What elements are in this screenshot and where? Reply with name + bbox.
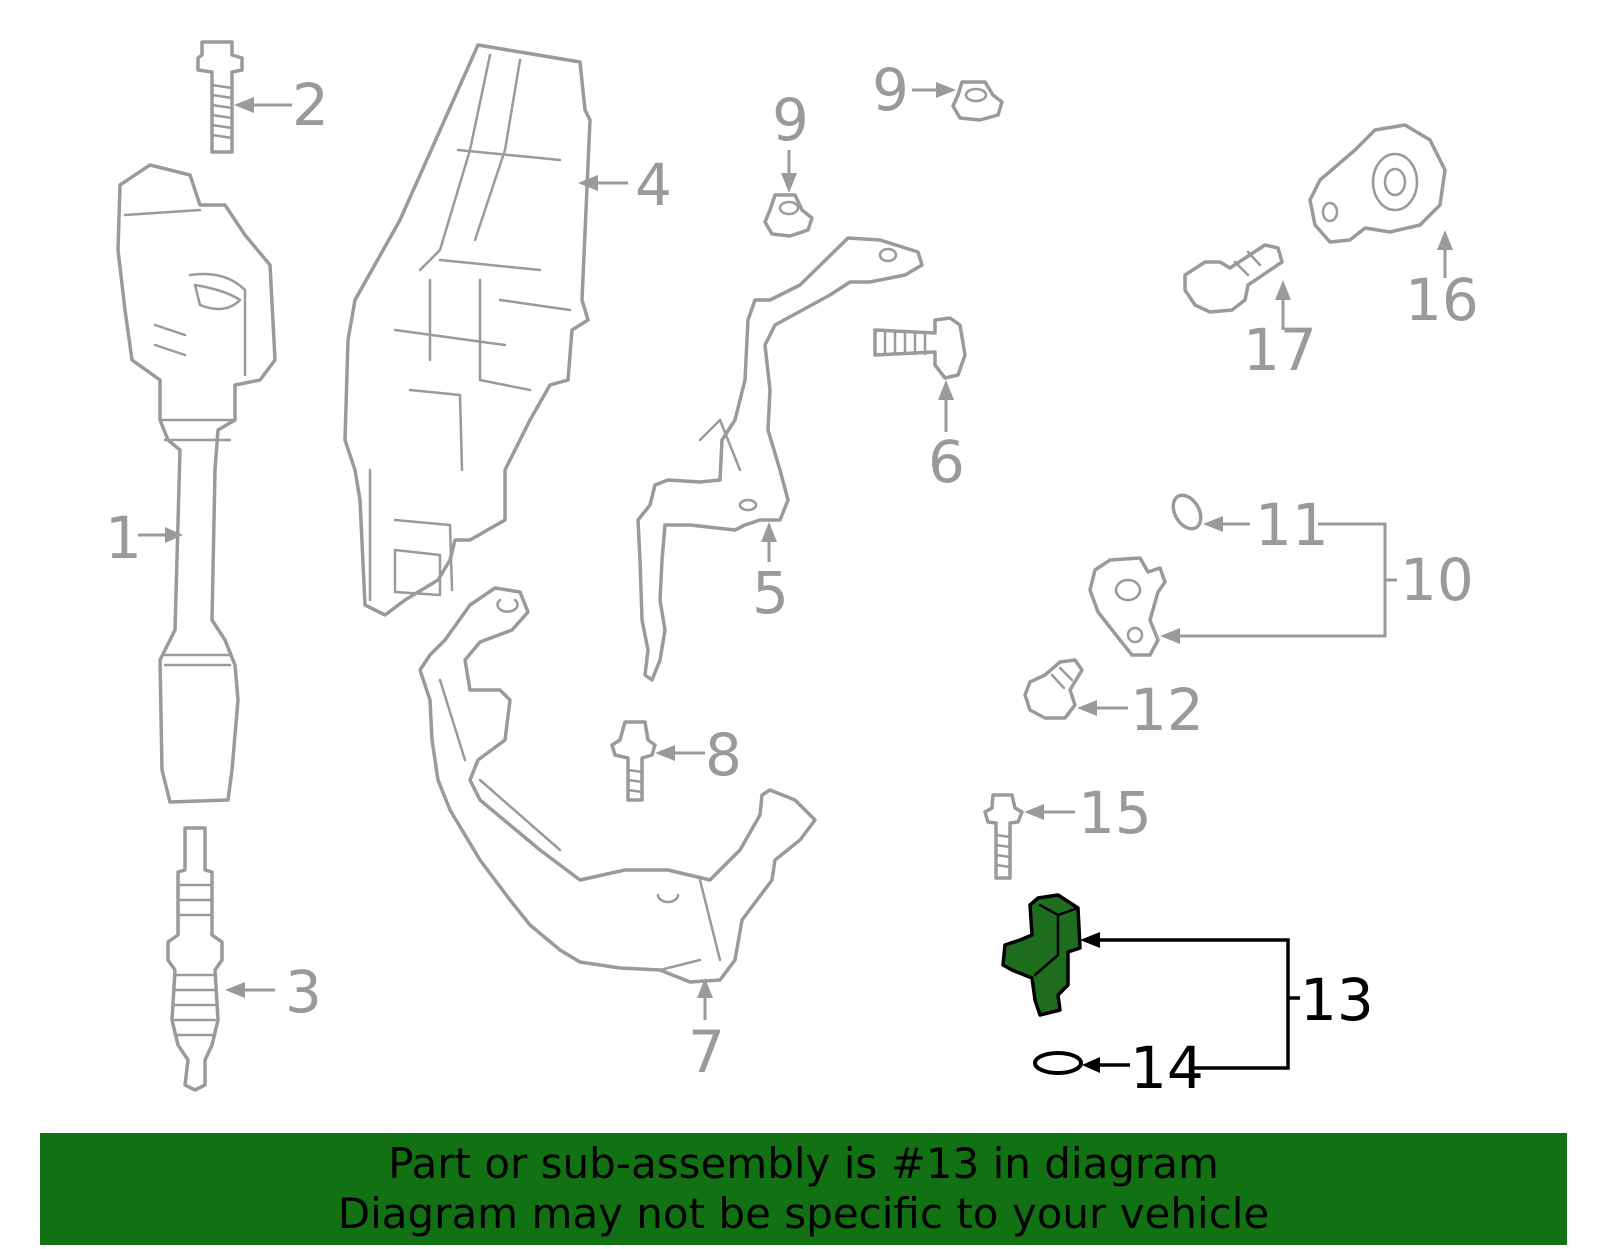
callout-9-center: 9 (772, 86, 809, 154)
part-13-sensor-highlighted[interactable] (1001, 893, 1082, 1017)
part-10-sensor[interactable] (1088, 556, 1167, 657)
part-16-mount[interactable] (1308, 123, 1447, 244)
part-3-spark-plug[interactable] (166, 826, 224, 1092)
callout-10: 10 (1400, 546, 1474, 614)
callout-5: 5 (752, 559, 789, 627)
callout-14: 14 (1130, 1034, 1204, 1102)
callout-8: 8 (705, 721, 742, 789)
callout-16: 16 (1405, 266, 1479, 334)
part-4-module-housing[interactable] (343, 43, 592, 617)
callout-6: 6 (928, 428, 965, 496)
callout-2: 2 (292, 71, 329, 139)
part-12-bolt[interactable] (1023, 658, 1084, 720)
part-11-o-ring[interactable] (1168, 490, 1207, 533)
callout-11: 11 (1255, 491, 1329, 559)
callout-7: 7 (688, 1018, 725, 1086)
banner-line-2: Diagram may not be specific to your vehi… (337, 1189, 1270, 1238)
callout-3: 3 (285, 958, 322, 1026)
callout-9-top: 9 (872, 56, 909, 124)
part-5-bracket[interactable] (636, 236, 924, 682)
callout-4: 4 (635, 151, 672, 219)
part-9-nut-top[interactable] (951, 80, 1004, 122)
part-8-bolt[interactable] (610, 720, 657, 802)
part-9-nut-center[interactable] (763, 193, 814, 238)
banner-line-1: Part or sub-assembly is #13 in diagram (388, 1139, 1219, 1188)
callout-13: 13 (1300, 966, 1374, 1034)
callout-1: 1 (105, 504, 142, 572)
callout-12: 12 (1130, 676, 1204, 744)
part-6-bolt[interactable] (873, 316, 967, 380)
part-17-bolt[interactable] (1183, 243, 1284, 314)
highlight-leader-lines (1080, 932, 1300, 1073)
part-1-ignition-coil[interactable] (116, 163, 277, 804)
leader-lines (138, 82, 1453, 1020)
info-banner: Part or sub-assembly is #13 in diagram D… (40, 1133, 1567, 1245)
part-15-bolt[interactable] (983, 793, 1024, 880)
callout-17: 17 (1243, 316, 1317, 384)
callout-15: 15 (1078, 779, 1152, 847)
part-2-bolt[interactable] (196, 40, 244, 154)
part-7-large-bracket[interactable] (418, 586, 817, 984)
callout-labels: 1 2 3 4 5 6 7 8 9 9 10 11 12 15 16 17 13… (105, 56, 1479, 1102)
part-14-o-ring[interactable] (1033, 1051, 1083, 1075)
